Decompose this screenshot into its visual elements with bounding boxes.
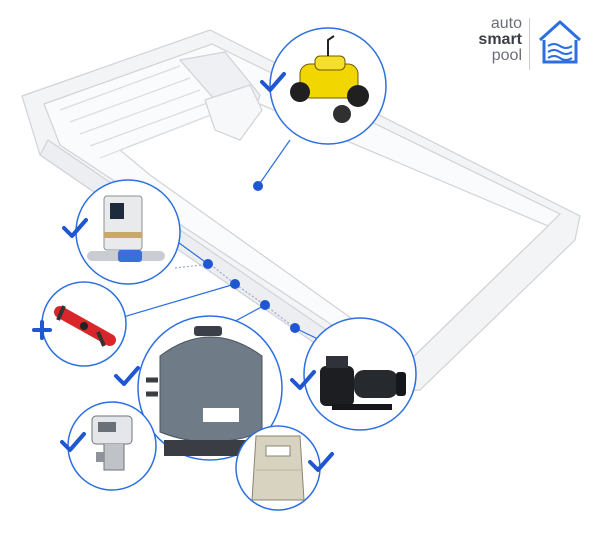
brand-line-2: smart bbox=[478, 31, 522, 48]
multiport-valve-bubble[interactable] bbox=[60, 401, 157, 491]
filter-media-bag-image bbox=[251, 435, 305, 501]
electric-heater-image bbox=[54, 305, 116, 347]
pump-image bbox=[320, 356, 406, 410]
brand-line-3: pool bbox=[491, 47, 522, 64]
anchor-dot bbox=[203, 259, 213, 269]
brand-line-1: auto bbox=[490, 15, 522, 32]
anchor-dot bbox=[230, 279, 240, 289]
pump-bubble[interactable] bbox=[290, 317, 417, 431]
filter-media-bag-bubble[interactable] bbox=[235, 425, 334, 511]
anchor-dot bbox=[260, 300, 270, 310]
checkmark-icon bbox=[60, 432, 86, 452]
salt-chlorinator-image bbox=[87, 195, 165, 262]
plus-icon bbox=[32, 320, 52, 340]
checkmark-icon bbox=[260, 72, 286, 92]
brand-logo-block: auto smart pool bbox=[470, 16, 588, 74]
sand-filter-bubble[interactable] bbox=[114, 315, 283, 461]
anchor-dot bbox=[290, 323, 300, 333]
checkmark-icon bbox=[114, 366, 140, 386]
salt-chlorinator-bubble[interactable] bbox=[62, 179, 181, 285]
electric-heater-bubble[interactable] bbox=[32, 281, 127, 367]
brand-divider bbox=[529, 18, 530, 70]
checkmark-icon bbox=[62, 218, 88, 238]
robot-cleaner-bubble[interactable] bbox=[260, 27, 387, 145]
sand-filter-image bbox=[146, 326, 263, 456]
robot-cleaner-image bbox=[290, 35, 369, 123]
pool-house-icon bbox=[538, 20, 582, 64]
checkmark-icon bbox=[290, 370, 316, 390]
checkmark-icon bbox=[308, 452, 334, 472]
multiport-valve-image bbox=[91, 415, 133, 471]
anchor-dot bbox=[253, 181, 263, 191]
brand-wordmark: auto smart pool bbox=[478, 16, 522, 64]
